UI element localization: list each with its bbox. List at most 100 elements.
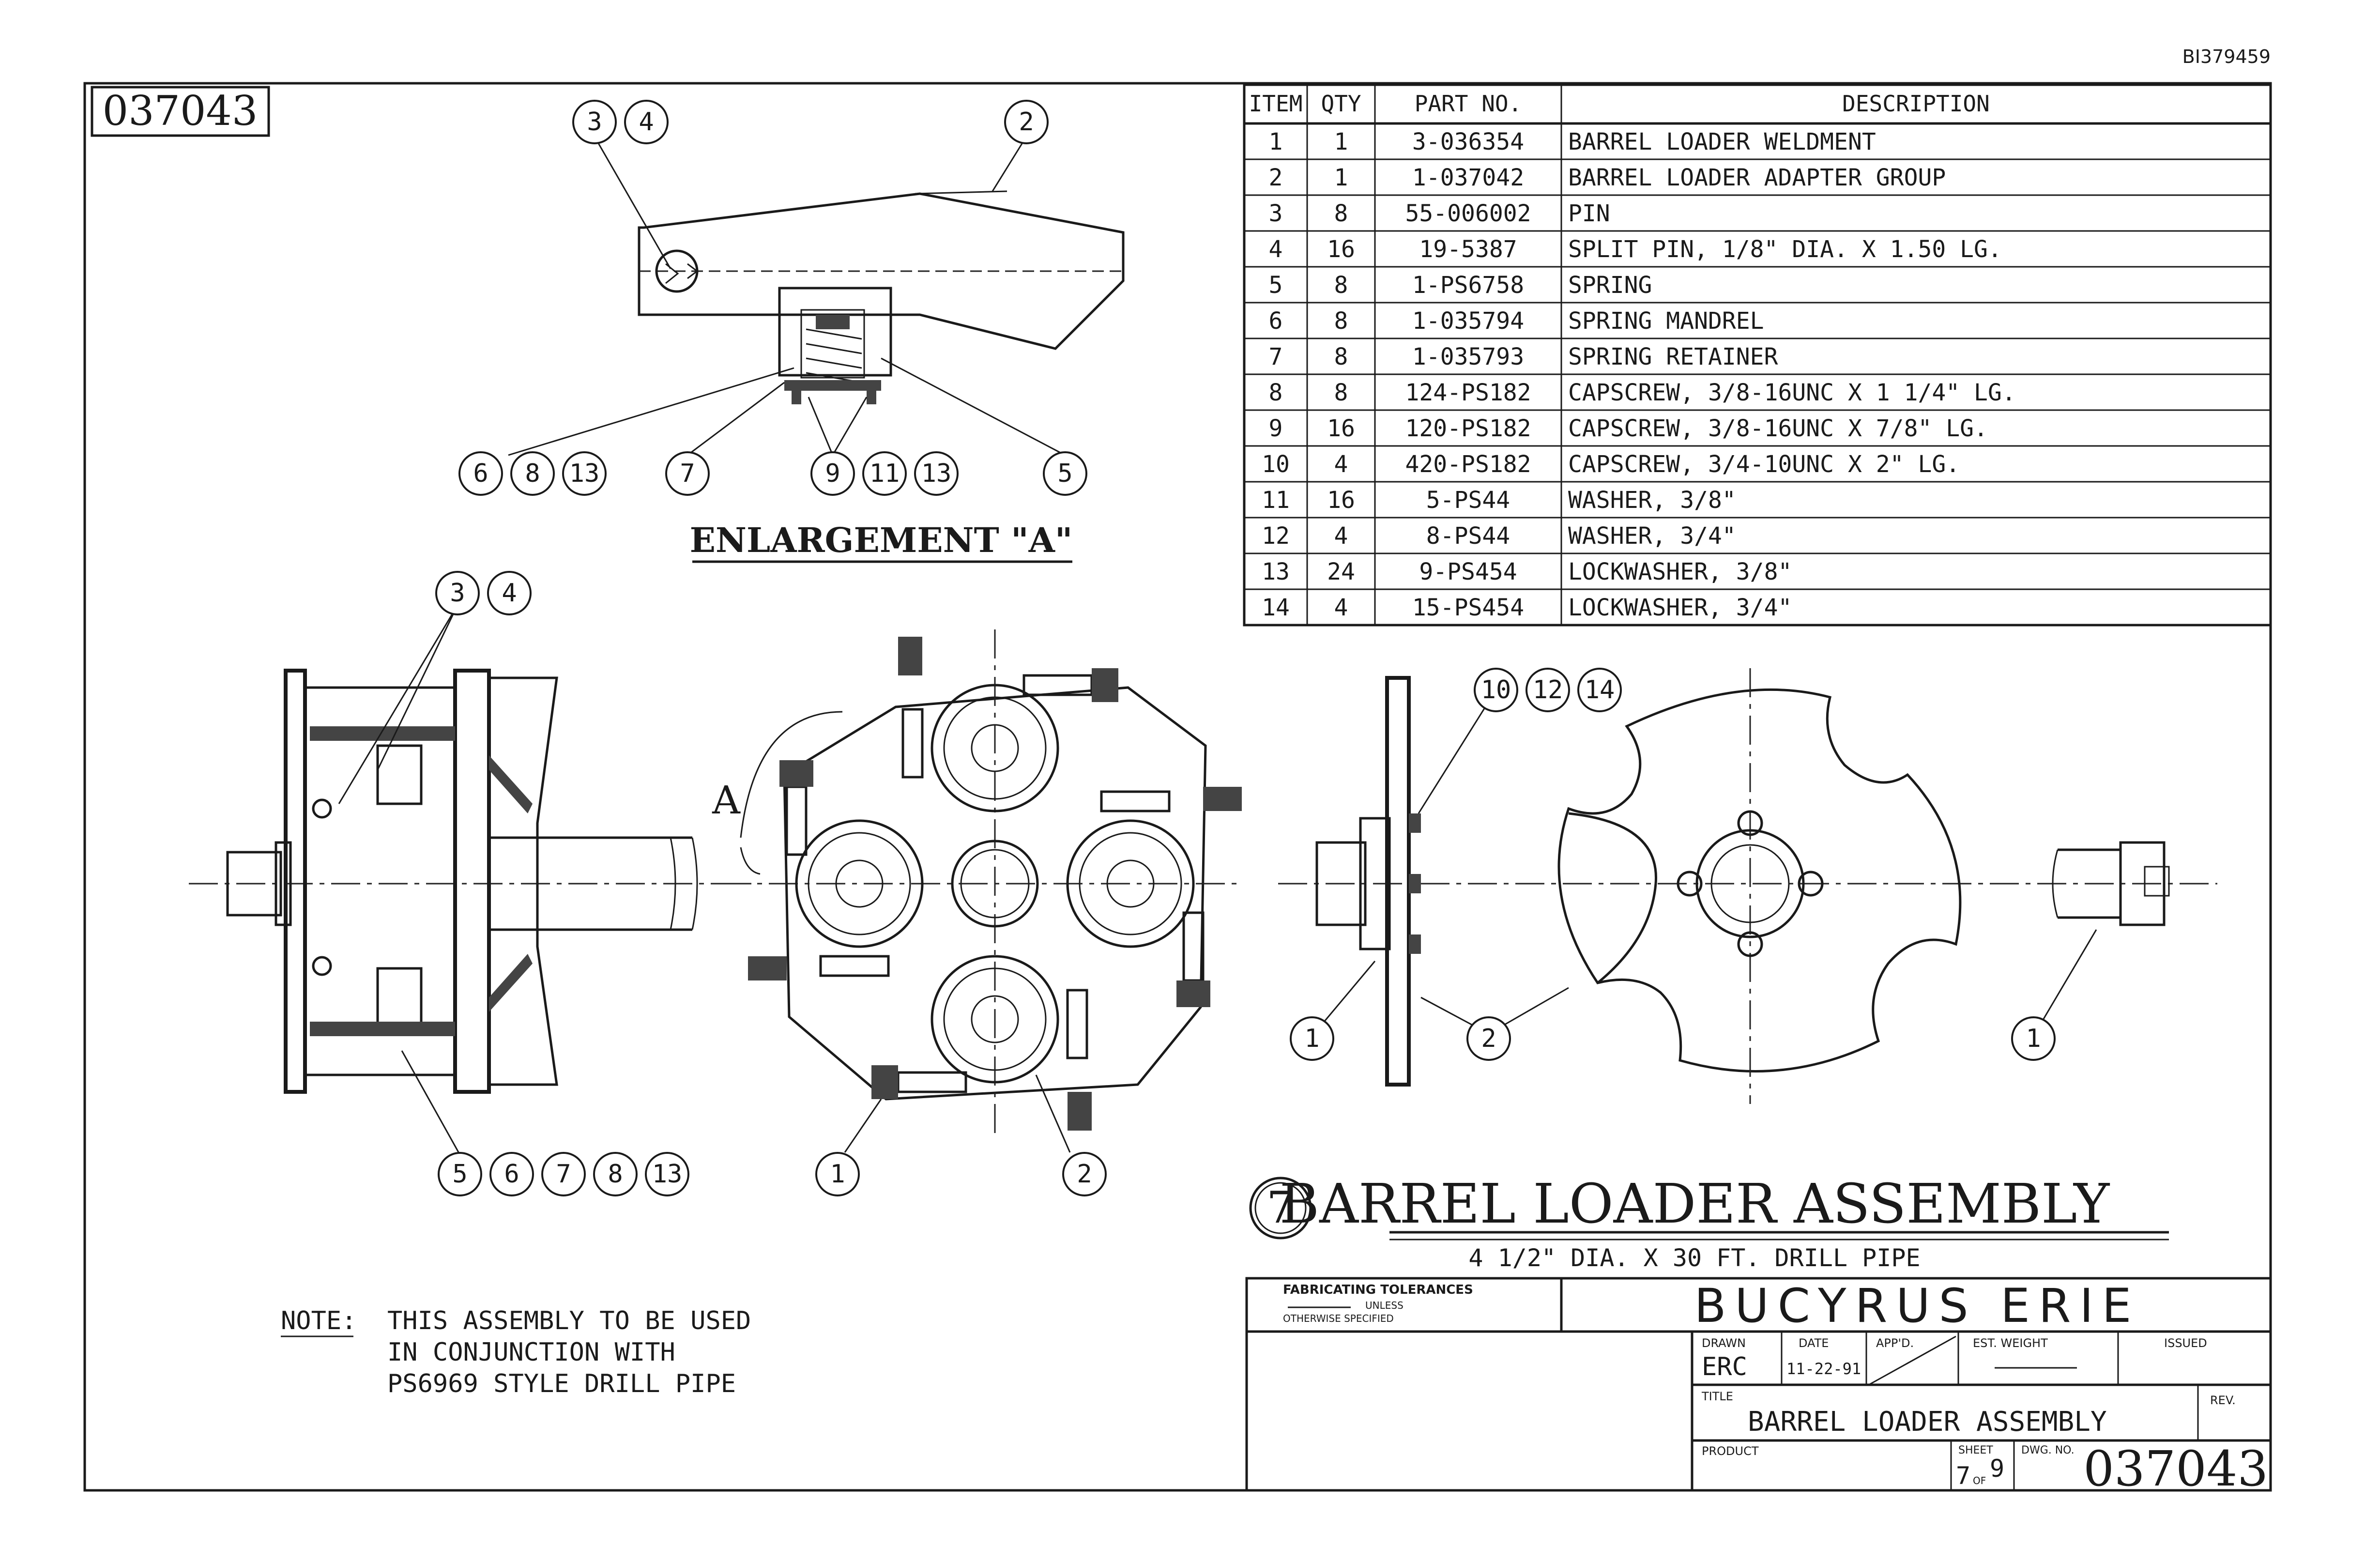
product-label: PRODUCT [1702, 1444, 1759, 1458]
bom-qty: 8 [1334, 343, 1348, 370]
bom-description: WASHER, 3/4" [1568, 522, 1736, 550]
item-balloon: 4 [624, 100, 669, 144]
socket [898, 637, 1118, 812]
bom-part-no: 1-035794 [1412, 307, 1524, 335]
bom-header-qty: QTY [1321, 91, 1361, 117]
bom-item: 10 [1262, 451, 1290, 478]
bom-qty: 1 [1334, 128, 1348, 155]
side-view [189, 605, 755, 1155]
bom-description: SPLIT PIN, 1/8" DIA. X 1.50 LG. [1568, 236, 2002, 263]
bom-item: 11 [1262, 487, 1290, 514]
item-balloon: 12 [1526, 668, 1570, 712]
item-balloon: 2 [1004, 100, 1049, 144]
bom-description: SPRING MANDREL [1568, 307, 1764, 335]
item-balloon: 8 [593, 1152, 638, 1196]
bom-qty: 24 [1327, 558, 1355, 585]
balloon-number: 4 [639, 107, 654, 137]
tolerances-unless: UNLESS [1365, 1300, 1404, 1311]
bom-item: 3 [1269, 200, 1283, 227]
bom-description: CAPSCREW, 3/8-16UNC X 1 1/4" LG. [1568, 379, 2016, 406]
bom-part-no: 1-037042 [1412, 164, 1524, 191]
bom-part-no: 55-006002 [1405, 200, 1531, 227]
issued-label: ISSUED [2164, 1336, 2207, 1350]
assembly-subtitle: 4 1/2" DIA. X 30 FT. DRILL PIPE [1468, 1244, 1920, 1272]
bom-item: 12 [1262, 522, 1290, 550]
adapter-side-view [1278, 676, 2217, 1087]
bom-part-no: 5-PS44 [1426, 487, 1510, 514]
balloon-number: 6 [504, 1160, 519, 1189]
date-value: 11-22-91 [1786, 1360, 1861, 1378]
document-reference: BI379459 [2182, 46, 2271, 67]
item-balloon: 8 [510, 451, 555, 496]
bom-part-no: 9-PS454 [1419, 558, 1517, 585]
balloon-number: 2 [1481, 1024, 1496, 1053]
bom-qty: 4 [1334, 451, 1348, 478]
bom-description: LOCKWASHER, 3/8" [1568, 558, 1792, 585]
assembly-title: BARREL LOADER ASSEMBLY [1280, 1173, 2110, 1236]
bom-part-no: 19-5387 [1419, 236, 1517, 263]
balloon-number: 8 [525, 459, 540, 488]
bom-description: PIN [1568, 200, 1610, 227]
bom-item: 9 [1269, 415, 1283, 442]
bom-header-partno: PART NO. [1415, 91, 1522, 117]
date-label: DATE [1799, 1336, 1829, 1350]
bom-qty: 16 [1327, 415, 1355, 442]
bom-qty: 1 [1334, 164, 1348, 191]
drawing-number-top: 037043 [103, 87, 258, 135]
item-balloon: 2 [1062, 1152, 1107, 1196]
bom-part-no: 15-PS454 [1412, 594, 1524, 621]
balloon-number: 6 [473, 459, 488, 488]
bom-part-no: 1-035793 [1412, 343, 1524, 370]
bom-item: 13 [1262, 558, 1290, 585]
bom-item: 2 [1269, 164, 1283, 191]
balloon-number: 7 [680, 459, 695, 488]
item-balloon: 13 [914, 451, 959, 496]
sheet-total: 9 [1990, 1455, 2004, 1483]
bom-description: WASHER, 3/8" [1568, 487, 1736, 514]
bom-row: 13 24 9-PS454 LOCKWASHER, 3/8" [1262, 558, 1792, 585]
item-balloon: 4 [487, 571, 532, 615]
balloon-number: 1 [2026, 1024, 2041, 1053]
bom-qty: 8 [1334, 272, 1348, 299]
bom-item: 8 [1269, 379, 1283, 406]
bom-item: 4 [1269, 236, 1283, 263]
bom-description: BARREL LOADER WELDMENT [1568, 128, 1876, 155]
item-balloon: 7 [665, 451, 710, 496]
balloon-number: 13 [921, 459, 952, 488]
bom-part-no: 120-PS182 [1405, 415, 1531, 442]
balloon-number: 4 [502, 579, 517, 608]
balloon-number: 1 [830, 1160, 845, 1189]
sheet-value: 7 [1956, 1462, 1970, 1490]
balloon-number: 13 [569, 459, 600, 488]
balloon-number: 7 [556, 1160, 571, 1189]
item-balloon: 1 [2011, 1016, 2056, 1061]
note-line-2: IN CONJUNCTION WITH [387, 1338, 675, 1367]
note-line-3: PS6969 STYLE DRILL PIPE [387, 1369, 736, 1398]
bom-item: 7 [1269, 343, 1283, 370]
tolerances-label: FABRICATING TOLERANCES [1283, 1283, 1473, 1297]
balloon-number: 3 [587, 107, 602, 137]
sheet-label: SHEET [1958, 1444, 1993, 1456]
bom-item: 1 [1269, 128, 1283, 155]
view-marker-a: A [712, 778, 741, 823]
bom-qty: 4 [1334, 594, 1348, 621]
balloon-number: 12 [1533, 675, 1563, 705]
bom-part-no: 1-PS6758 [1412, 272, 1524, 299]
bom-qty: 8 [1334, 379, 1348, 406]
drawing-number-label: DWG. NO. [2021, 1444, 2075, 1456]
socket [1066, 787, 1242, 1007]
approved-label: APP'D. [1876, 1336, 1914, 1350]
item-balloon: 6 [489, 1152, 534, 1196]
sheet-circle: 7 [1249, 1177, 1312, 1240]
bom-part-no: 8-PS44 [1426, 522, 1510, 550]
